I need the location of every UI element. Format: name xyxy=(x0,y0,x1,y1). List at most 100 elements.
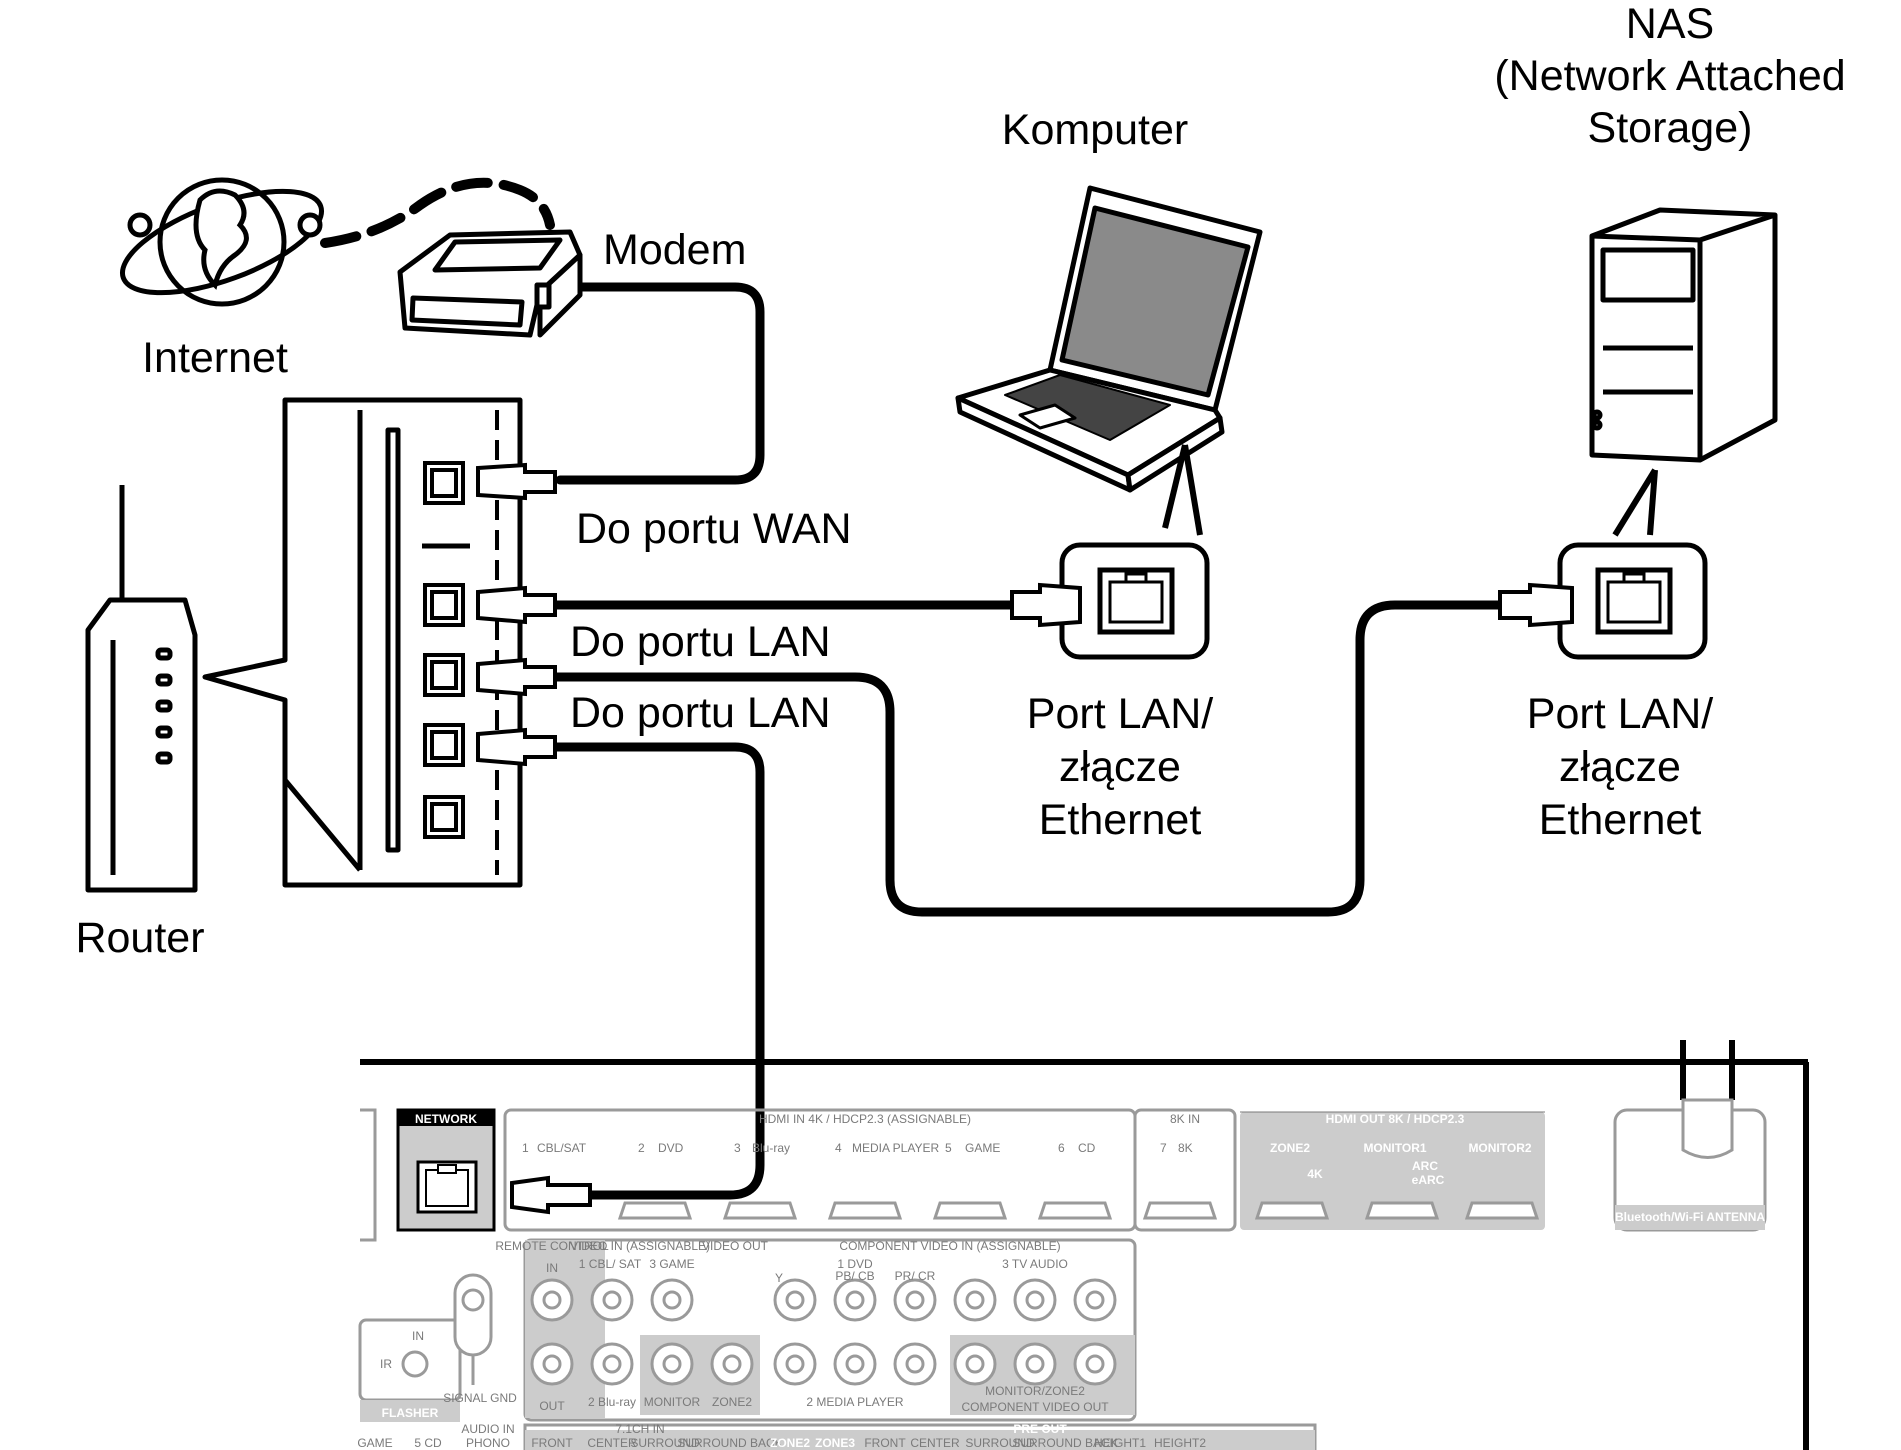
dvd-label: 1 DVD xyxy=(837,1257,873,1271)
ir-in-label: IN xyxy=(412,1329,424,1343)
computer-port-label-line1: Port LAN/ xyxy=(1027,690,1213,738)
hdmi-in-6-name: CD xyxy=(1078,1141,1096,1155)
hdmi-in-header: HDMI IN 4K / HDCP2.3 (ASSIGNABLE) xyxy=(759,1112,971,1126)
video-in-label: VIDEO IN (ASSIGNABLE) xyxy=(570,1239,710,1253)
nas-plug xyxy=(1498,582,1574,628)
hdmi-out-zone2: ZONE2 xyxy=(1270,1141,1310,1155)
hdmi-in-4-name: MEDIA PLAYER xyxy=(852,1141,939,1155)
modem-to-wan-cable xyxy=(540,282,765,485)
component-out-label: COMPONENT VIDEO OUT xyxy=(961,1400,1109,1414)
receiver-plug xyxy=(510,1175,592,1215)
computer-plug xyxy=(1010,582,1082,628)
router-plugs xyxy=(476,462,557,767)
receiver-bottom-label: SURROUND xyxy=(965,1436,1035,1450)
hdmi-in-2-num: 2 xyxy=(638,1141,645,1155)
hdmi-in-6-num: 6 xyxy=(1058,1141,1065,1155)
pre-out-label: PRE OUT xyxy=(1013,1422,1067,1436)
receiver-bottom-label: HEIGHT2 xyxy=(1154,1436,1206,1450)
modem-icon xyxy=(397,229,583,338)
hdmi-in-1-name: CBL/SAT xyxy=(537,1141,587,1155)
hdmi-in-3-num: 3 xyxy=(734,1141,741,1155)
antenna-label: Bluetooth/Wi-Fi ANTENNA xyxy=(1615,1210,1765,1224)
receiver-labels: NETWORK HDMI IN 4K / HDCP2.3 (ASSIGNABLE… xyxy=(357,1112,1765,1450)
nas-port-label-line2: złącze xyxy=(1559,743,1681,791)
globe-icon xyxy=(119,177,325,307)
network-label: NETWORK xyxy=(415,1112,477,1126)
receiver-bottom-label: CENTER xyxy=(910,1436,960,1450)
lan-port-label-1: Do portu LAN xyxy=(570,618,831,666)
receiver-bottom-label: CENTER xyxy=(587,1436,637,1450)
hdmi-8k-header: 8K IN xyxy=(1170,1112,1200,1126)
comp-y-label: Y xyxy=(775,1271,783,1285)
hdmi-out-header: HDMI OUT 8K / HDCP2.3 xyxy=(1326,1112,1465,1126)
receiver-rear-panel xyxy=(358,1040,1809,1450)
nas-tower-icon xyxy=(1589,207,1778,537)
hdmi-in-5-num: 5 xyxy=(945,1141,952,1155)
receiver-bottom-label: 5 CD xyxy=(414,1436,442,1450)
comp-pb-label: PB/ CB xyxy=(835,1269,874,1283)
receiver-bottom-label: PHONO xyxy=(466,1436,510,1450)
receiver-bottom-label: GAME xyxy=(357,1436,392,1450)
hdmi-in-7-num: 7 xyxy=(1160,1141,1167,1155)
remote-in-label: IN xyxy=(546,1261,558,1275)
hdmi-in-7-name: 8K xyxy=(1178,1141,1193,1155)
monitor-label: MONITOR xyxy=(644,1395,701,1409)
receiver-bottom-label: ZONE3 xyxy=(815,1436,855,1450)
hdmi-out-monitor2: MONITOR2 xyxy=(1468,1141,1531,1155)
modem-label: Modem xyxy=(603,226,746,274)
game-label: 3 GAME xyxy=(649,1257,694,1271)
laptop-icon xyxy=(955,185,1263,536)
remote-out-label: OUT xyxy=(539,1399,565,1413)
media-player-label: 2 MEDIA PLAYER xyxy=(806,1395,903,1409)
flasher-label: FLASHER xyxy=(382,1406,439,1420)
computer-port-label-line2: złącze xyxy=(1059,743,1181,791)
receiver-bottom-label: FRONT xyxy=(531,1436,573,1450)
receiver-bottom-label: SURROUND BACK xyxy=(1012,1436,1117,1450)
diagram-labels: NAS (Network Attached Storage) Komputer … xyxy=(75,0,1845,962)
hdmi-in-3-name: Blu-ray xyxy=(752,1141,790,1155)
receiver-bottom-label: HEIGHT1 xyxy=(1094,1436,1146,1450)
hdmi-in-2-name: DVD xyxy=(658,1141,684,1155)
internet-label: Internet xyxy=(142,334,288,382)
computer-label: Komputer xyxy=(1002,106,1188,154)
router-label: Router xyxy=(75,914,204,962)
arc-label: ARC xyxy=(1412,1159,1438,1173)
nas-port-label-line3: Ethernet xyxy=(1539,796,1702,844)
computer-lan-jack xyxy=(1059,542,1210,660)
remote-control-label: REMOTE CONTROL xyxy=(495,1239,609,1253)
fourk-label: 4K xyxy=(1307,1167,1323,1181)
audio-in-label: AUDIO IN xyxy=(461,1422,514,1436)
lan-to-receiver-cable xyxy=(550,742,765,1200)
receiver-bottom-label: SURROUND BACK xyxy=(677,1436,782,1450)
internet-to-modem-dashed xyxy=(320,177,555,248)
bluray-label: 2 Blu-ray xyxy=(588,1395,636,1409)
comp-pr-label: PR/ CR xyxy=(895,1269,936,1283)
earc-label: eARC xyxy=(1412,1173,1445,1187)
nas-label-line1: NAS xyxy=(1626,0,1714,48)
tv-audio-label: 3 TV AUDIO xyxy=(1002,1257,1068,1271)
router-ports xyxy=(423,461,465,839)
ir-label: IR xyxy=(380,1357,392,1371)
nas-lan-jack xyxy=(1557,542,1708,660)
receiver-bottom-label: SURROUND xyxy=(630,1436,700,1450)
cbl-sat-label: 1 CBL/ SAT xyxy=(579,1257,642,1271)
monitor-zone2-label: MONITOR/ZONE2 xyxy=(985,1384,1085,1398)
receiver-bottom-label: ZONE2 xyxy=(770,1436,810,1450)
nas-label-line3: Storage) xyxy=(1588,104,1753,152)
hdmi-in-4-num: 4 xyxy=(835,1141,842,1155)
seven-one-in-label: 7.1CH IN xyxy=(615,1422,664,1436)
signal-gnd-label: SIGNAL GND xyxy=(443,1391,517,1405)
wan-port-label: Do portu WAN xyxy=(576,505,852,553)
lan-port-label-2: Do portu LAN xyxy=(570,689,831,737)
video-out-label: VIDEO OUT xyxy=(702,1239,769,1253)
lan-to-nas-cable xyxy=(550,600,1505,917)
hdmi-in-5-name: GAME xyxy=(965,1141,1000,1155)
nas-label-line2: (Network Attached xyxy=(1494,52,1845,100)
component-in-label: COMPONENT VIDEO IN (ASSIGNABLE) xyxy=(839,1239,1060,1253)
hdmi-in-1-num: 1 xyxy=(522,1141,529,1155)
hdmi-out-monitor1: MONITOR1 xyxy=(1363,1141,1426,1155)
zone2-label: ZONE2 xyxy=(712,1395,752,1409)
cables xyxy=(320,177,1505,1200)
